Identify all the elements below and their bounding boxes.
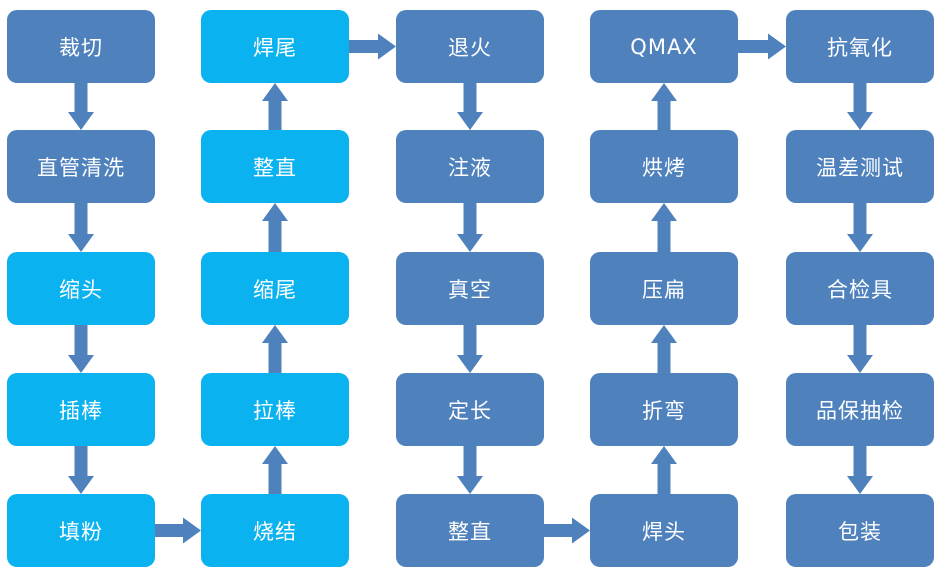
step-label: 包装 (838, 519, 882, 544)
flow-arrow-15 (544, 517, 590, 544)
step-label: 整直 (253, 155, 297, 180)
step-label: 直管清洗 (37, 155, 125, 180)
step-label: 整直 (448, 519, 492, 544)
flow-arrow-18 (651, 203, 677, 252)
step-bending: 折弯 (590, 373, 738, 446)
step-label: 退火 (448, 35, 492, 60)
step-insert-rod: 插棒 (7, 373, 155, 446)
flow-arrow-17 (651, 325, 677, 373)
step-annealing: 退火 (396, 10, 544, 83)
step-label: 抗氧化 (827, 35, 893, 60)
step-liquid-injection: 注液 (396, 130, 544, 203)
flow-arrow-12 (457, 203, 483, 252)
step-set-length: 定长 (396, 373, 544, 446)
step-label: 品保抽检 (816, 398, 904, 423)
step-label: 裁切 (59, 35, 103, 60)
step-weld-tail: 焊尾 (201, 10, 349, 83)
step-label: 烧结 (253, 519, 297, 544)
flow-arrow-19 (651, 83, 677, 130)
flow-arrow-13 (457, 325, 483, 373)
step-label: 压扁 (642, 277, 686, 302)
step-baking: 烘烤 (590, 130, 738, 203)
step-qa-sampling: 品保抽检 (786, 373, 934, 446)
flow-arrow-14 (457, 446, 483, 494)
step-straighten-1: 整直 (201, 130, 349, 203)
step-label: 真空 (448, 277, 492, 302)
step-sintering: 烧结 (201, 494, 349, 567)
flow-arrow-3 (68, 325, 94, 373)
step-label: 折弯 (642, 398, 686, 423)
flow-arrow-1 (68, 83, 94, 130)
step-label: 注液 (448, 155, 492, 180)
step-fixture-check: 合检具 (786, 252, 934, 325)
step-label: 拉棒 (253, 398, 297, 423)
step-label: 插棒 (59, 398, 103, 423)
step-label: 焊头 (642, 519, 686, 544)
flow-arrow-2 (68, 203, 94, 252)
flow-arrow-20 (738, 33, 786, 60)
step-neck-tail: 缩尾 (201, 252, 349, 325)
flow-arrow-7 (262, 325, 288, 373)
step-anti-oxidation: 抗氧化 (786, 10, 934, 83)
step-temperature-test: 温差测试 (786, 130, 934, 203)
step-weld-head: 焊头 (590, 494, 738, 567)
flow-arrow-24 (847, 446, 873, 494)
step-label: 烘烤 (642, 155, 686, 180)
step-label: 焊尾 (253, 35, 297, 60)
step-neck-head: 缩头 (7, 252, 155, 325)
step-label: 缩头 (59, 277, 103, 302)
flow-arrow-6 (262, 446, 288, 494)
step-straighten-2: 整直 (396, 494, 544, 567)
step-label: 合检具 (827, 277, 893, 302)
flow-arrow-4 (68, 446, 94, 494)
step-label: 填粉 (59, 519, 103, 544)
step-vacuum: 真空 (396, 252, 544, 325)
step-fill-powder: 填粉 (7, 494, 155, 567)
flow-arrow-21 (847, 83, 873, 130)
step-flatten: 压扁 (590, 252, 738, 325)
flow-arrow-5 (155, 517, 201, 544)
flow-arrow-10 (349, 33, 396, 60)
flow-arrow-11 (457, 83, 483, 130)
flow-arrow-23 (847, 325, 873, 373)
step-pull-rod: 拉棒 (201, 373, 349, 446)
step-qmax: QMAX (590, 10, 738, 83)
step-label: 温差测试 (816, 155, 904, 180)
flow-arrow-9 (262, 83, 288, 130)
flow-arrow-16 (651, 446, 677, 494)
flow-arrow-8 (262, 203, 288, 252)
step-label: 缩尾 (253, 277, 297, 302)
step-label: 定长 (448, 398, 492, 423)
flow-arrow-22 (847, 203, 873, 252)
step-straight-tube-wash: 直管清洗 (7, 130, 155, 203)
step-packaging: 包装 (786, 494, 934, 567)
step-label: QMAX (630, 34, 698, 59)
step-cutting: 裁切 (7, 10, 155, 83)
